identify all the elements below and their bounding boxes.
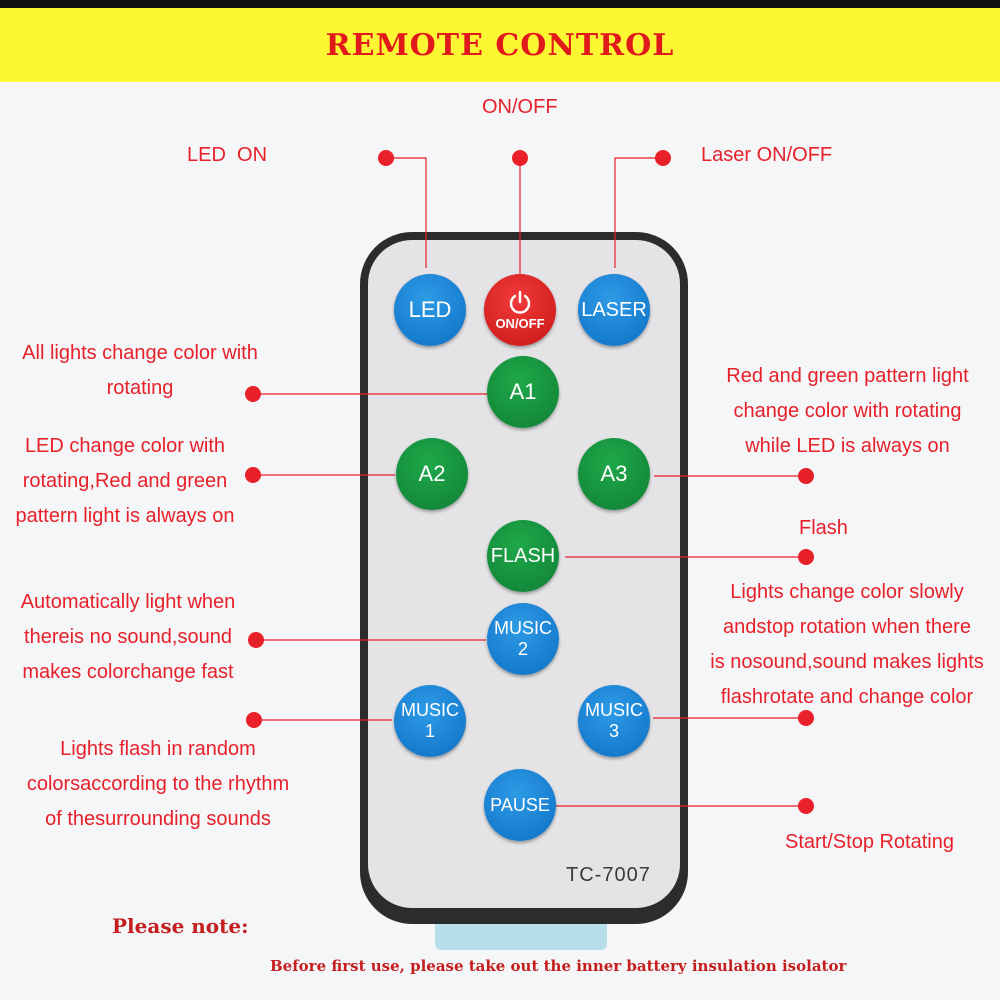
flash-button[interactable]: FLASH [487, 520, 559, 592]
header-banner: REMOTE CONTROL [0, 8, 1000, 82]
music2-button[interactable]: MUSIC 2 [487, 603, 559, 675]
label-music1: Lights flash in random colorsaccording t… [26, 738, 290, 830]
a1-button[interactable]: A1 [487, 356, 559, 428]
page-title: REMOTE CONTROL [325, 27, 675, 63]
label-a1: All lights change color with rotating [22, 342, 258, 399]
top-border [0, 0, 1000, 8]
label-flash: Flash [799, 517, 848, 539]
label-a3: Red and green pattern light change color… [726, 365, 969, 457]
label-led-on: LED ON [187, 144, 268, 166]
note-title: Please note: [112, 914, 249, 938]
label-a2: LED change color with rotating,Red and g… [15, 435, 235, 527]
a3-button[interactable]: A3 [578, 438, 650, 510]
laser-button[interactable]: LASER [578, 274, 650, 346]
model-number: TC-7007 [566, 864, 651, 886]
label-music2: Automatically light when thereis no soun… [20, 591, 236, 683]
a2-button[interactable]: A2 [396, 438, 468, 510]
onoff-button[interactable]: ON/OFF [484, 274, 556, 346]
label-pause: Start/Stop Rotating [785, 831, 954, 853]
note-text: Before first use, please take out the in… [270, 957, 847, 975]
pause-button[interactable]: PAUSE [484, 769, 556, 841]
label-music3: Lights change color slowly andstop rotat… [710, 581, 984, 708]
led-button[interactable]: LED [394, 274, 466, 346]
label-laser-onoff: Laser ON/OFF [701, 144, 833, 166]
label-onoff: ON/OFF [482, 96, 558, 118]
music3-button[interactable]: MUSIC 3 [578, 685, 650, 757]
music1-button[interactable]: MUSIC 1 [394, 685, 466, 757]
power-icon [509, 290, 531, 314]
battery-tab [435, 924, 607, 950]
